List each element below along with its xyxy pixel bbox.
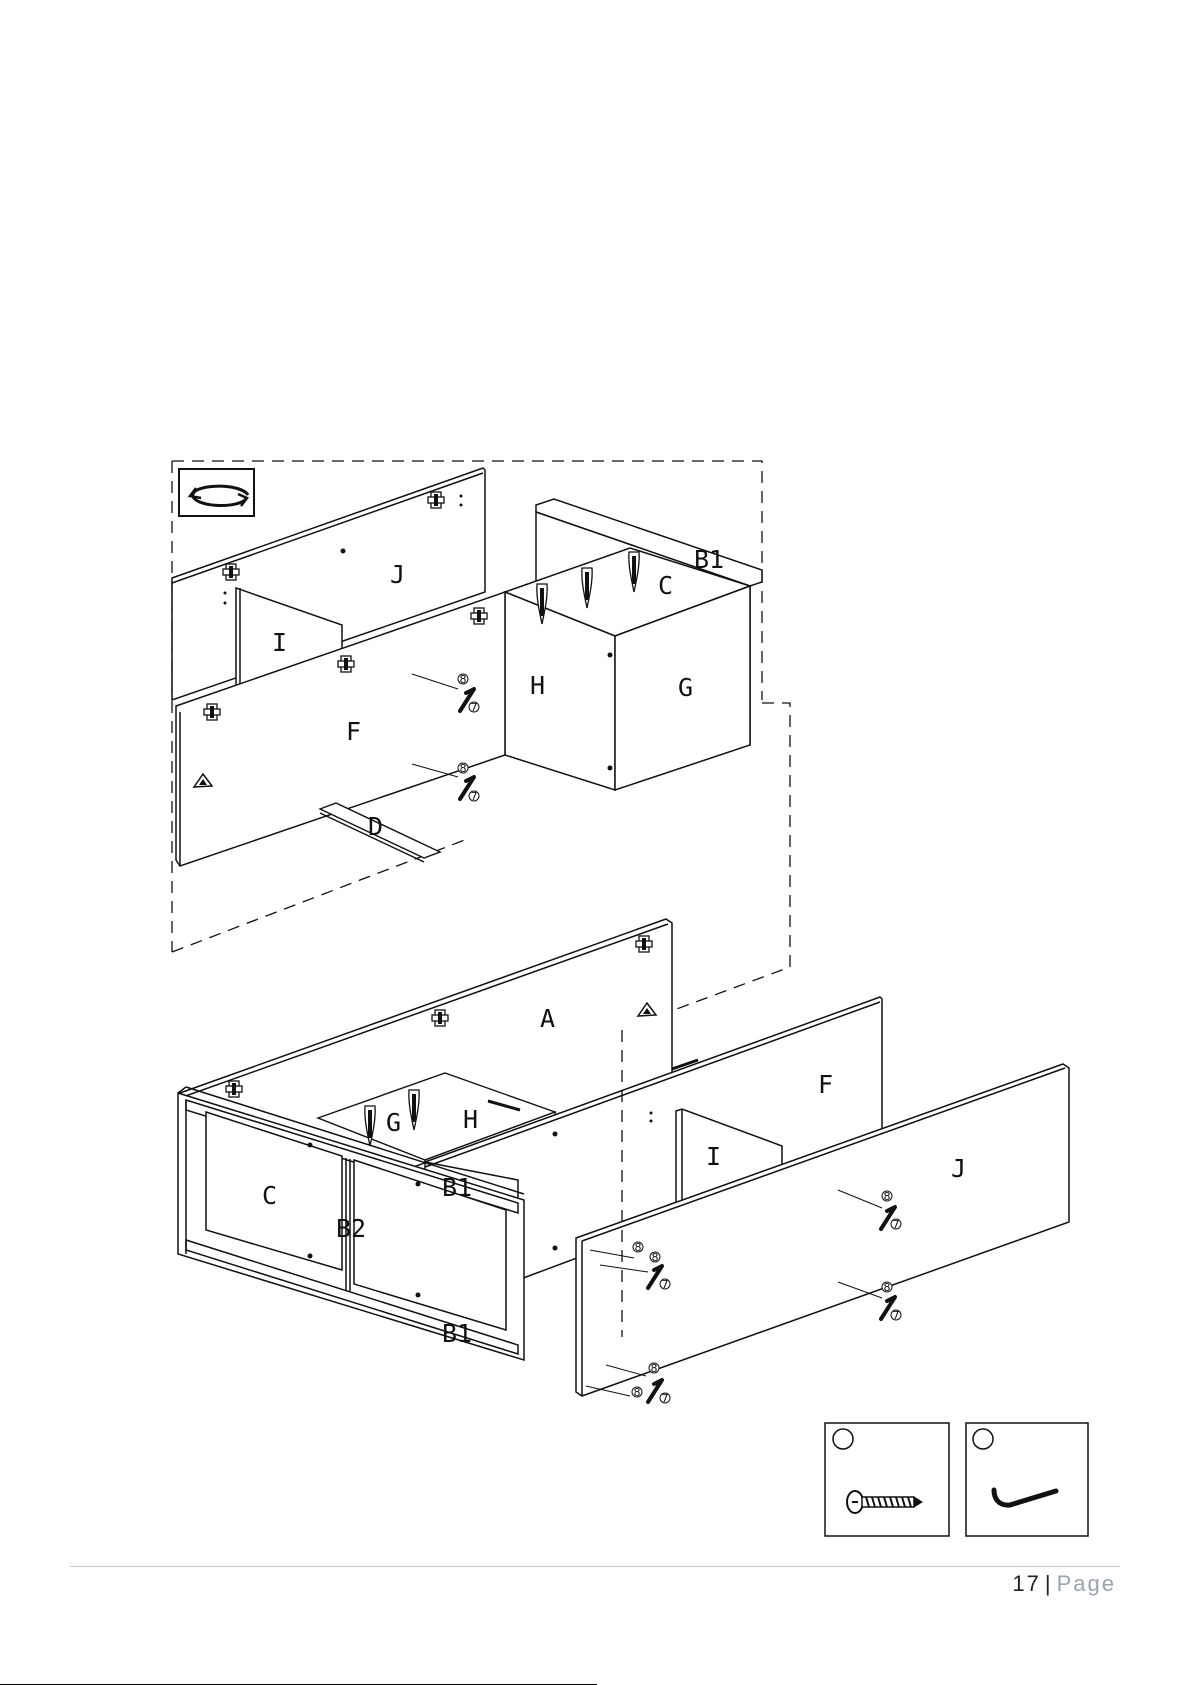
hardware-legend-screw: [825, 1423, 949, 1536]
label-g-bottom: G: [386, 1108, 401, 1137]
label-b1-top: B1: [694, 545, 724, 574]
svg-text:7: 7: [662, 1392, 669, 1405]
svg-text:8: 8: [884, 1190, 891, 1203]
label-b2-bottom: B2: [336, 1214, 366, 1243]
label-g-top: G: [678, 673, 693, 702]
top-box-cgh: [505, 499, 762, 790]
rotate-flip-icon: [179, 469, 254, 516]
label-f-top: F: [346, 717, 361, 746]
page-separator: |: [1045, 1571, 1053, 1596]
label-j-top: J: [390, 560, 405, 589]
footer-rule: [70, 1566, 1120, 1567]
page-word: Page: [1057, 1571, 1116, 1596]
hardware-legend-key: [966, 1423, 1088, 1536]
label-c-bottom: C: [262, 1181, 277, 1210]
label-b1-bottom-lower: B1: [442, 1319, 472, 1348]
svg-text:7: 7: [471, 790, 478, 803]
label-h-bottom: H: [463, 1105, 478, 1134]
label-h-top: H: [530, 671, 545, 700]
label-b1-bottom-upper: B1: [442, 1173, 472, 1202]
page-footer: 17|Page: [1012, 1566, 1116, 1602]
label-i-top: I: [272, 628, 287, 657]
label-j-bottom: J: [951, 1154, 966, 1183]
label-i-bottom: I: [706, 1142, 721, 1171]
svg-text:7: 7: [893, 1309, 900, 1322]
label-f-bottom: F: [818, 1070, 833, 1099]
page-number: 17: [1012, 1571, 1040, 1596]
svg-text:7: 7: [893, 1218, 900, 1231]
label-a-bottom: A: [540, 1004, 555, 1033]
svg-text:8: 8: [884, 1281, 891, 1294]
svg-text:8: 8: [651, 1362, 658, 1375]
svg-text:8: 8: [460, 673, 467, 686]
svg-text:8: 8: [635, 1241, 642, 1254]
svg-text:8: 8: [634, 1386, 641, 1399]
label-d-top: D: [368, 812, 383, 841]
svg-text:7: 7: [662, 1278, 669, 1291]
label-c-top: C: [658, 571, 673, 600]
svg-text:7: 7: [471, 701, 478, 714]
svg-text:8: 8: [460, 762, 467, 775]
svg-text:8: 8: [652, 1251, 659, 1264]
